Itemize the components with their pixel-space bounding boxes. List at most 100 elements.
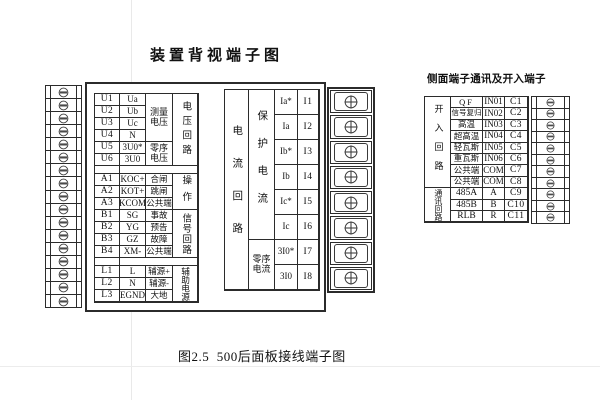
current-circuit-table: 电流回路 保护电流 零序电流 Ia* I1 Ia I2 Ib* I3 Ib I4… xyxy=(224,89,320,291)
function-cell: 大地 xyxy=(146,290,173,302)
terminal-id-cell: C6 xyxy=(505,153,528,166)
strip-rail xyxy=(76,229,81,242)
signal-cell: IN05 xyxy=(483,142,505,154)
slot-screw-terminal xyxy=(46,242,81,256)
strip-rail xyxy=(46,203,51,216)
terminal-id-cell: U2 xyxy=(95,106,120,118)
slot-screw-icon xyxy=(58,296,69,306)
screw-head xyxy=(51,138,76,150)
strip-rail xyxy=(564,189,569,200)
slot-screw-terminal xyxy=(532,154,569,167)
signal-cell: L xyxy=(120,266,146,278)
side-section-title: 侧面端子通讯及开入端子 xyxy=(427,74,546,85)
strip-rail xyxy=(76,125,81,138)
terminal-socket xyxy=(334,117,368,137)
group-label-signal-circuit: 信号回路 xyxy=(173,210,198,258)
screw-head xyxy=(537,143,564,154)
strip-rail xyxy=(532,212,537,224)
strip-rail xyxy=(532,154,537,166)
slot-screw-icon xyxy=(58,283,69,293)
terminal-id-cell: A1 xyxy=(95,174,120,186)
slot-screw-icon xyxy=(546,190,555,199)
signal-cell: IN04 xyxy=(483,131,505,143)
function-cell: 跳闸 xyxy=(146,186,173,198)
cross-screw-terminal xyxy=(330,241,372,265)
screw-head xyxy=(537,178,564,189)
terminal-socket xyxy=(334,142,368,162)
function-cell: 辅源+ xyxy=(146,266,173,278)
function-cell: 合闸 xyxy=(146,174,173,186)
slot-screw-icon xyxy=(58,217,69,228)
terminal-id-cell: L3 xyxy=(95,290,120,302)
strip-rail xyxy=(46,268,51,281)
strip-rail xyxy=(76,216,81,229)
screw-head xyxy=(51,164,76,176)
signal-cell: Ia* xyxy=(275,90,298,115)
signal-cell: SG xyxy=(120,210,146,222)
group-label-protection-current: 保护电流 xyxy=(249,90,275,240)
group-label-voltage-circuit: 电压回路 xyxy=(173,94,198,166)
slot-screw-terminal xyxy=(46,203,81,217)
strip-rail xyxy=(76,255,81,268)
strip-rail xyxy=(46,281,51,294)
figure-caption: 图2.5 500后面板接线端子图 xyxy=(178,349,346,364)
screw-head xyxy=(51,191,76,203)
cross-screw-icon xyxy=(344,95,358,109)
signal-cell: Ib* xyxy=(275,140,298,165)
screw-head xyxy=(51,230,76,242)
slot-screw-terminal xyxy=(532,212,569,224)
function-cell: 信号复归 xyxy=(451,108,483,120)
slot-screw-terminal xyxy=(46,99,81,113)
function-cell: 轻瓦斯 xyxy=(451,142,483,154)
separator-row xyxy=(95,166,198,174)
signal-cell: B xyxy=(483,199,505,211)
slot-screw-icon xyxy=(58,178,69,189)
screw-head xyxy=(51,177,76,189)
group-label-comm-circuit: 通讯回路 xyxy=(425,188,451,223)
screw-head xyxy=(537,201,564,212)
strip-rail xyxy=(564,131,569,143)
function-cell: 超高温 xyxy=(451,131,483,143)
terminal-id-cell: I5 xyxy=(298,190,319,215)
screw-head xyxy=(537,109,564,120)
terminal-id-cell: I4 xyxy=(298,165,319,190)
signal-cell: R xyxy=(483,210,505,223)
terminal-id-cell: U5 xyxy=(95,142,120,154)
slot-screw-icon xyxy=(546,98,555,107)
slot-screw-terminal xyxy=(46,138,81,152)
slot-screw-icon xyxy=(58,230,69,241)
signal-cell: Ub xyxy=(120,106,146,118)
strip-rail xyxy=(46,99,51,112)
slot-screw-icon xyxy=(58,139,69,150)
terminal-id-cell: A3 xyxy=(95,198,120,210)
signal-cell: Ic* xyxy=(275,190,298,215)
signal-cell: EGND xyxy=(120,290,146,302)
function-cell: 辅源- xyxy=(146,278,173,290)
terminal-id-cell: C9 xyxy=(505,188,528,200)
screw-head xyxy=(51,243,76,255)
slot-screw-terminal xyxy=(532,200,569,213)
screw-head xyxy=(51,217,76,229)
terminal-id-cell: C5 xyxy=(505,142,528,154)
screw-head xyxy=(51,269,76,281)
signal-cell: 3U0* xyxy=(120,142,146,154)
cross-screw-terminal xyxy=(330,90,372,114)
terminal-id-cell: U6 xyxy=(95,154,120,166)
strip-rail xyxy=(46,86,51,99)
strip-rail xyxy=(46,255,51,268)
cross-screw-icon xyxy=(344,271,358,285)
terminal-id-cell: C4 xyxy=(505,131,528,143)
slot-screw-terminal xyxy=(532,166,569,178)
strip-rail xyxy=(76,295,81,308)
signal-cell: IN03 xyxy=(483,119,505,132)
scan-artifact-horizontal-line xyxy=(0,366,600,367)
slot-screw-terminal xyxy=(532,108,569,121)
strip-rail xyxy=(46,151,51,164)
slot-screw-terminal xyxy=(46,86,81,100)
group-label-zero-current: 零序电流 xyxy=(249,240,275,290)
signal-cell: KOT+ xyxy=(120,186,146,198)
strip-rail xyxy=(76,151,81,164)
strip-rail xyxy=(76,242,81,255)
strip-rail xyxy=(76,281,81,294)
